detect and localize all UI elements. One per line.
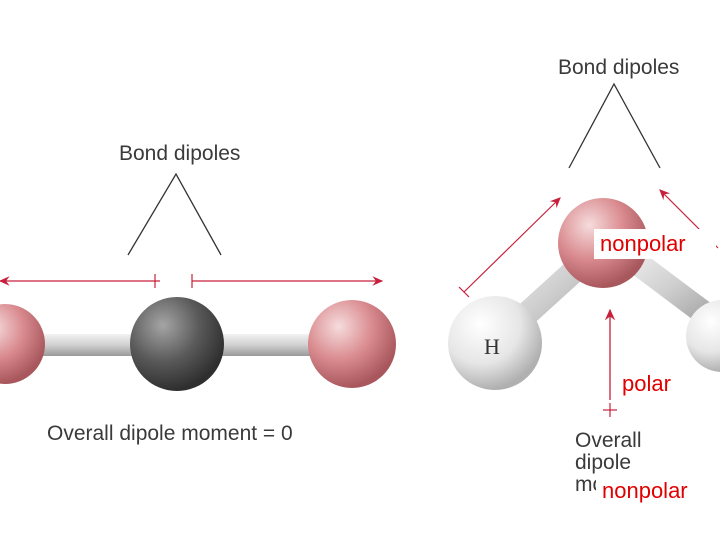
water-molecule xyxy=(448,82,720,417)
overlay-middle-label: polar xyxy=(622,371,671,396)
overlay-top-label: nonpolar xyxy=(600,231,686,256)
co2-carbon-atom xyxy=(130,297,224,391)
water-hydrogen-right-atom xyxy=(686,300,720,372)
co2-bond-dipoles-caret xyxy=(127,172,222,256)
water-bond-dipoles-label: Bond dipoles xyxy=(558,56,680,79)
overlay-bottom-box: nonpolar xyxy=(596,475,718,507)
water-overall-line2: dipole xyxy=(575,451,632,474)
overlay-bottom-label: nonpolar xyxy=(602,478,688,503)
water-left-dipole-arrow xyxy=(463,197,561,293)
water-hydrogen-label: H xyxy=(484,334,500,359)
water-overall-line1: Overall xyxy=(575,429,642,452)
overlay-top-box: nonpolar xyxy=(594,229,716,259)
water-left-plus-mark xyxy=(458,286,470,298)
co2-molecule xyxy=(0,172,396,391)
co2-oxygen-left-atom xyxy=(0,304,45,384)
co2-bond-dipoles-label: Bond dipoles xyxy=(119,142,241,165)
co2-overall-dipole-label: Overall dipole moment = 0 xyxy=(47,422,293,445)
co2-oxygen-right-atom xyxy=(308,300,396,388)
overlay-middle-box: polar xyxy=(616,370,688,398)
water-bond-dipoles-caret xyxy=(568,82,661,169)
water-hydrogen-left-atom xyxy=(448,296,542,390)
